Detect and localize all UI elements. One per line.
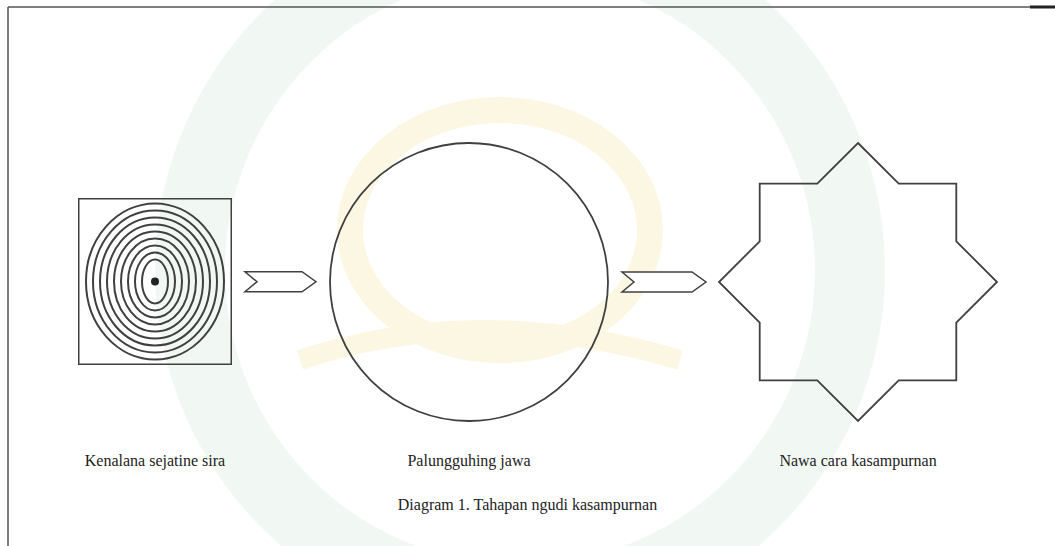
star-outline <box>719 143 997 421</box>
frame-line <box>7 7 9 546</box>
node-shape <box>78 198 232 365</box>
frame-line <box>1030 6 1055 9</box>
star-node: Nawa cara kasampurnan <box>719 142 997 422</box>
chevron-arrow <box>622 272 706 292</box>
concentric-ring <box>86 204 224 360</box>
square-outline <box>79 199 232 365</box>
circle-node: Palungguhing jawa <box>329 142 609 422</box>
concentric-ring <box>93 211 217 353</box>
concentric-ring <box>121 239 189 325</box>
chevron-arrow <box>245 272 316 292</box>
frame-line <box>8 6 1055 8</box>
center-dot <box>151 278 159 286</box>
node-label: Kenalana sejatine sira <box>0 452 315 470</box>
node-shape <box>719 142 997 422</box>
concentric-ring <box>107 225 203 339</box>
rings-node: Kenalana sejatine sira <box>78 198 232 365</box>
node-shape <box>329 142 609 422</box>
concentric-ring <box>114 232 196 332</box>
circle-outline <box>330 143 608 421</box>
concentric-ring <box>135 253 175 311</box>
concentric-ring <box>142 260 168 304</box>
node-label: Nawa cara kasampurnan <box>698 452 1018 470</box>
concentric-ring <box>100 218 210 346</box>
node-label: Palungguhing jawa <box>309 452 629 470</box>
diagram-caption: Diagram 1. Tahapan ngudi kasampurnan <box>0 496 1055 514</box>
watermark <box>190 0 850 546</box>
concentric-ring <box>128 246 182 318</box>
